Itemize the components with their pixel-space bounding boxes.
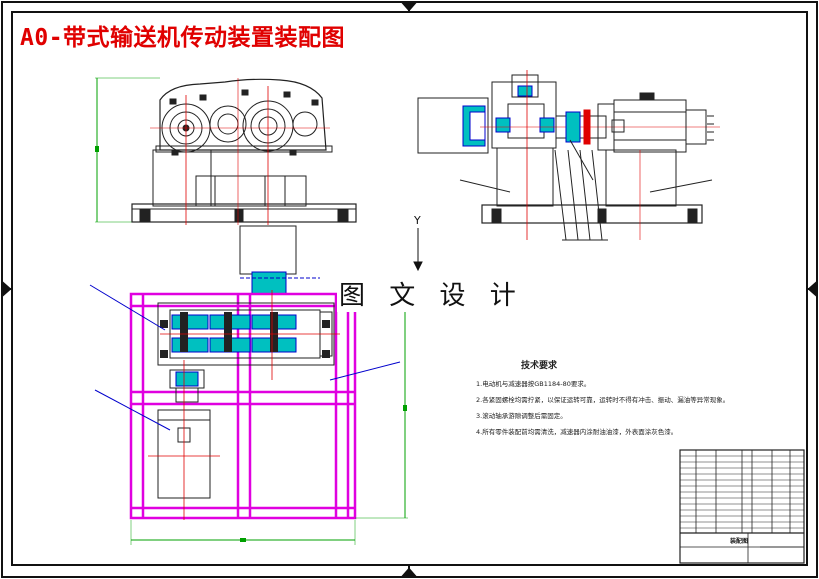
side-view [417, 70, 720, 241]
drawing-title: A0-带式输送机传动装置装配图 [20, 25, 346, 51]
tech-requirement-3: 3.滚动轴承游隙调整后需固定。 [476, 412, 567, 420]
tech-requirement-1: 1.电动机与减速器按GB1184-80要求。 [476, 380, 591, 388]
tech-requirement-4: 4.所有零件装配前均需清洗，减速器内涂耐油油漆，外表面涂灰色漆。 [476, 428, 678, 436]
tech-requirements-heading: 技术要求 [521, 361, 558, 371]
title-block-rows [680, 455, 804, 529]
front-view [95, 77, 357, 225]
view-arrow [413, 228, 423, 272]
plan-view [89, 225, 408, 545]
view-direction-label: Y [414, 214, 421, 227]
watermark: 图 文 设 计 [337, 275, 526, 312]
title-block-drawing-name: 装配图 [730, 538, 749, 545]
tech-requirement-2: 2.各紧固螺栓均需拧紧，以保证运转可靠，运转时不得有冲击、振动、漏油等异常现象。 [476, 396, 730, 404]
title-block [679, 449, 805, 564]
